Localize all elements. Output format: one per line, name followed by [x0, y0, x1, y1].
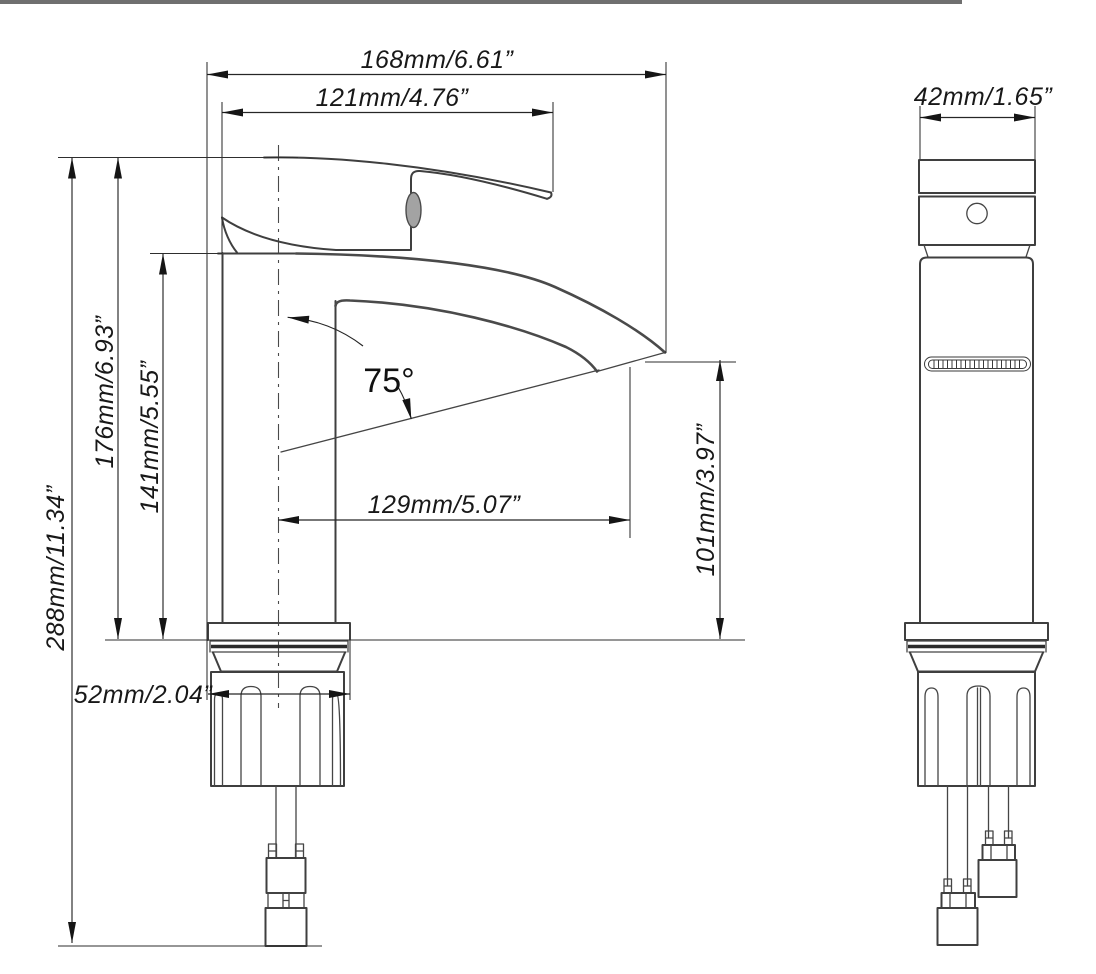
- angle-ray: [280, 369, 600, 453]
- hose-connector-block: [977, 859, 1018, 898]
- front-mounting-base: [904, 622, 1049, 787]
- dimension-body-width: 42mm/1.65”: [914, 83, 1054, 122]
- handle-button: [405, 191, 422, 229]
- dim-label-outlet-height: 101mm/3.97”: [692, 422, 720, 576]
- dim-label-spout-reach: 168mm/6.61”: [361, 46, 515, 74]
- front-mounting-nut: [917, 671, 1036, 787]
- front-supply-hoses: [936, 785, 1018, 946]
- supply-hose: [264, 785, 308, 947]
- dimension-handle-reach: 121mm/4.76”: [222, 84, 553, 117]
- dim-label-handle-height: 176mm/6.93”: [91, 314, 119, 468]
- dim-label-spout-top-height: 141mm/5.55”: [136, 359, 164, 513]
- hose-connector-block: [264, 907, 308, 947]
- dimension-handle-height: 176mm/6.93”: [91, 157, 122, 639]
- dimension-handle-angle: 75°: [280, 315, 600, 453]
- faucet-body: [217, 252, 337, 624]
- faucet-side-view: [207, 145, 667, 947]
- front-body: [919, 256, 1034, 624]
- faucet-handle-lever: [221, 156, 553, 254]
- angle-label: 75°: [363, 362, 414, 400]
- mounting-nut: [210, 671, 345, 787]
- faucet-front-view: [904, 159, 1049, 946]
- aerator-knurl-band: [924, 356, 1031, 372]
- faucet-spout: [294, 252, 667, 373]
- dimension-base-width: 52mm/2.04”: [74, 681, 350, 709]
- dimension-spout-top-height: 141mm/5.55”: [136, 253, 167, 639]
- hose-connector-block: [936, 907, 979, 946]
- dim-label-handle-reach: 121mm/4.76”: [316, 84, 470, 112]
- cap-hole: [966, 202, 988, 225]
- dimension-spout-reach: 168mm/6.61”: [207, 46, 666, 79]
- dim-label-overall-height: 288mm/11.34”: [42, 484, 70, 652]
- dim-label-outlet-reach: 129mm/5.07”: [368, 491, 522, 519]
- dimension-outlet-height: 101mm/3.97”: [692, 360, 724, 639]
- extension-lines: [58, 62, 1036, 947]
- dimension-overall-height: 288mm/11.34”: [42, 157, 76, 943]
- top-border-bar: [0, 0, 962, 4]
- dim-label-body-width: 42mm/1.65”: [914, 83, 1054, 111]
- dim-label-base-width: 52mm/2.04”: [74, 681, 214, 709]
- dimension-outlet-reach: 129mm/5.07”: [278, 491, 630, 524]
- front-handle-cap: [918, 159, 1036, 258]
